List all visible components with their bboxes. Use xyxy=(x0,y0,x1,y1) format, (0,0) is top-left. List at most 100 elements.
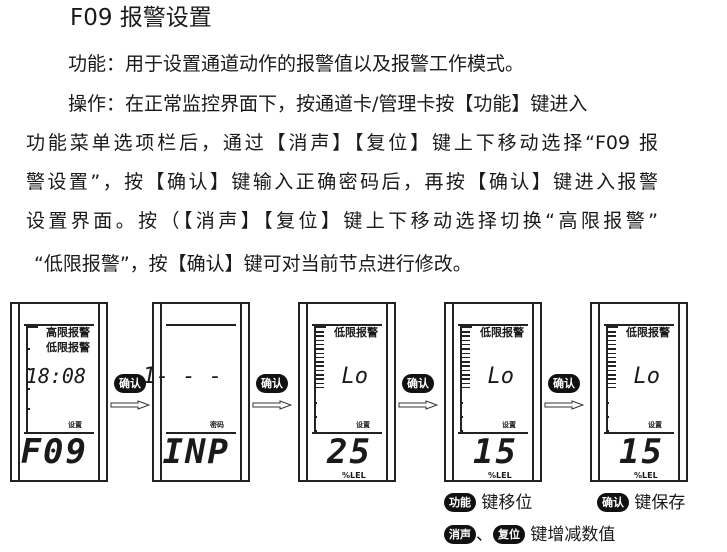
scale-tick xyxy=(608,374,616,376)
top-divider xyxy=(24,324,94,326)
scale-tick xyxy=(462,374,470,376)
lcd-unit: %LEL xyxy=(634,471,658,480)
scale-tick xyxy=(26,388,30,390)
lcd-value: 18:08 xyxy=(25,364,86,388)
scale-tick xyxy=(606,430,609,432)
scale-tick xyxy=(608,335,616,337)
scale-tick xyxy=(316,361,324,363)
legend-confirm: 确认 键保存 xyxy=(597,492,685,514)
lcd-panel: 低限报警 Lo 设置 15 %LEL xyxy=(444,302,542,482)
scale-tick xyxy=(462,369,470,372)
bar-scale xyxy=(460,326,472,434)
scale-tick xyxy=(314,416,317,418)
bar-scale xyxy=(26,326,38,434)
confirm-key-badge: 确认 xyxy=(548,374,580,393)
scale-tick xyxy=(608,343,616,346)
bottom-divider xyxy=(166,432,236,434)
separator: 、 xyxy=(476,525,493,545)
lcd-main-digits: 15 xyxy=(619,432,664,472)
lcd-small-label: 设置 xyxy=(68,421,82,429)
paragraph-line: 警设置”，按【确认】键输入正确密码后，再按【确认】键进入报警 xyxy=(26,171,658,193)
scale-tick xyxy=(462,378,470,380)
paragraph-line: 设置界面。按（【消声】【复位】键上下移动选择切换“高限报警” xyxy=(26,210,658,232)
confirm-text: 键保存 xyxy=(634,493,686,513)
scale-tick xyxy=(462,331,470,333)
func-text: 键移位 xyxy=(481,493,533,513)
scale-tick xyxy=(460,402,463,404)
lcd-value: 1- - - xyxy=(142,364,222,389)
paragraph-line: 操作：在正常监控界面下，按通道卡/管理卡按【功能】键进入 xyxy=(68,93,588,115)
lcd-value: Lo xyxy=(341,364,369,389)
confirm-key-badge: 确认 xyxy=(402,374,434,393)
scale-tick xyxy=(26,368,30,370)
scale-tick xyxy=(314,430,317,432)
scale-tick xyxy=(608,361,616,363)
scale-tick xyxy=(26,348,30,350)
scale-tick xyxy=(26,408,30,410)
scale-tick xyxy=(608,356,616,359)
top-divider xyxy=(604,324,674,326)
scale-tick xyxy=(462,352,470,354)
scale-tick xyxy=(460,430,463,432)
lcd-value: Lo xyxy=(487,364,515,389)
lcd-unit: %LEL xyxy=(342,471,366,480)
mute-badge: 消声 xyxy=(444,525,476,544)
scale-tick xyxy=(608,378,616,380)
lcd-panel: 低限报警 Lo 设置 15 %LEL xyxy=(590,302,688,482)
scale-tick xyxy=(316,382,324,385)
lcd-main-digits: F09 xyxy=(20,432,88,472)
scale-tick xyxy=(462,356,470,359)
lcd-main-digits: INP xyxy=(162,432,230,472)
paragraph-line: 功能菜单选项栏后，通过【消声】【复位】键上下移动选择“F09 报 xyxy=(26,132,658,154)
scale-tick xyxy=(316,356,324,359)
lcd-label: 低限报警 xyxy=(334,326,378,339)
scale-tick xyxy=(608,386,616,389)
func-badge: 功能 xyxy=(444,493,476,512)
scale-tick xyxy=(462,348,470,350)
scale-tick xyxy=(608,365,616,367)
scale-tick xyxy=(608,382,616,385)
lcd-value: Lo xyxy=(633,364,661,389)
bar-scale xyxy=(314,326,326,434)
lcd-panel: 低限报警 Lo 设置 25 %LEL xyxy=(298,302,396,482)
bottom-divider xyxy=(312,432,382,434)
scale-tick xyxy=(462,382,470,385)
arrow-right-icon xyxy=(398,400,438,410)
scale-tick xyxy=(316,331,324,333)
lcd-main-digits: 15 xyxy=(473,432,518,472)
scale-tick xyxy=(316,352,324,354)
scale-tick xyxy=(316,374,324,376)
paragraph-line: “低限报警”，按【确认】键可对当前节点进行修改。 xyxy=(34,253,472,275)
scale-tick xyxy=(316,378,324,380)
lcd-label: 低限报警 xyxy=(46,341,90,354)
lcd-main-digits: 25 xyxy=(327,432,372,472)
reset-badge: 复位 xyxy=(493,525,525,544)
confirm-key-badge: 确认 xyxy=(256,374,288,393)
arrow-right-icon xyxy=(252,400,292,410)
scale-tick xyxy=(462,386,470,389)
bar-scale xyxy=(606,326,618,434)
scale-tick xyxy=(462,343,470,346)
scale-tick xyxy=(462,365,470,367)
scale-tick xyxy=(316,365,324,367)
adjust-text: 键增减数值 xyxy=(530,525,616,545)
scale-tick xyxy=(462,335,470,337)
top-divider xyxy=(166,324,236,326)
scale-tick xyxy=(460,416,463,418)
lcd-small-label: 密码 xyxy=(210,421,224,429)
lcd-panel: 1- - - 密码 INP xyxy=(143,302,250,482)
lcd-label: 低限报警 xyxy=(480,326,524,339)
scale-tick xyxy=(462,361,470,363)
scale-tick xyxy=(608,352,616,354)
scale-tick xyxy=(316,369,324,372)
lcd-label: 低限报警 xyxy=(626,326,670,339)
top-divider xyxy=(312,324,382,326)
scale-tick xyxy=(606,402,609,404)
lcd-small-label: 设置 xyxy=(356,421,370,429)
lcd-unit: %LEL xyxy=(488,471,512,480)
scale-tick xyxy=(316,386,324,389)
scale-tick xyxy=(606,416,609,418)
confirm-key-badge: 确认 xyxy=(114,374,146,393)
arrow-right-icon xyxy=(110,400,150,410)
legend-func: 功能 键移位 xyxy=(444,492,532,514)
